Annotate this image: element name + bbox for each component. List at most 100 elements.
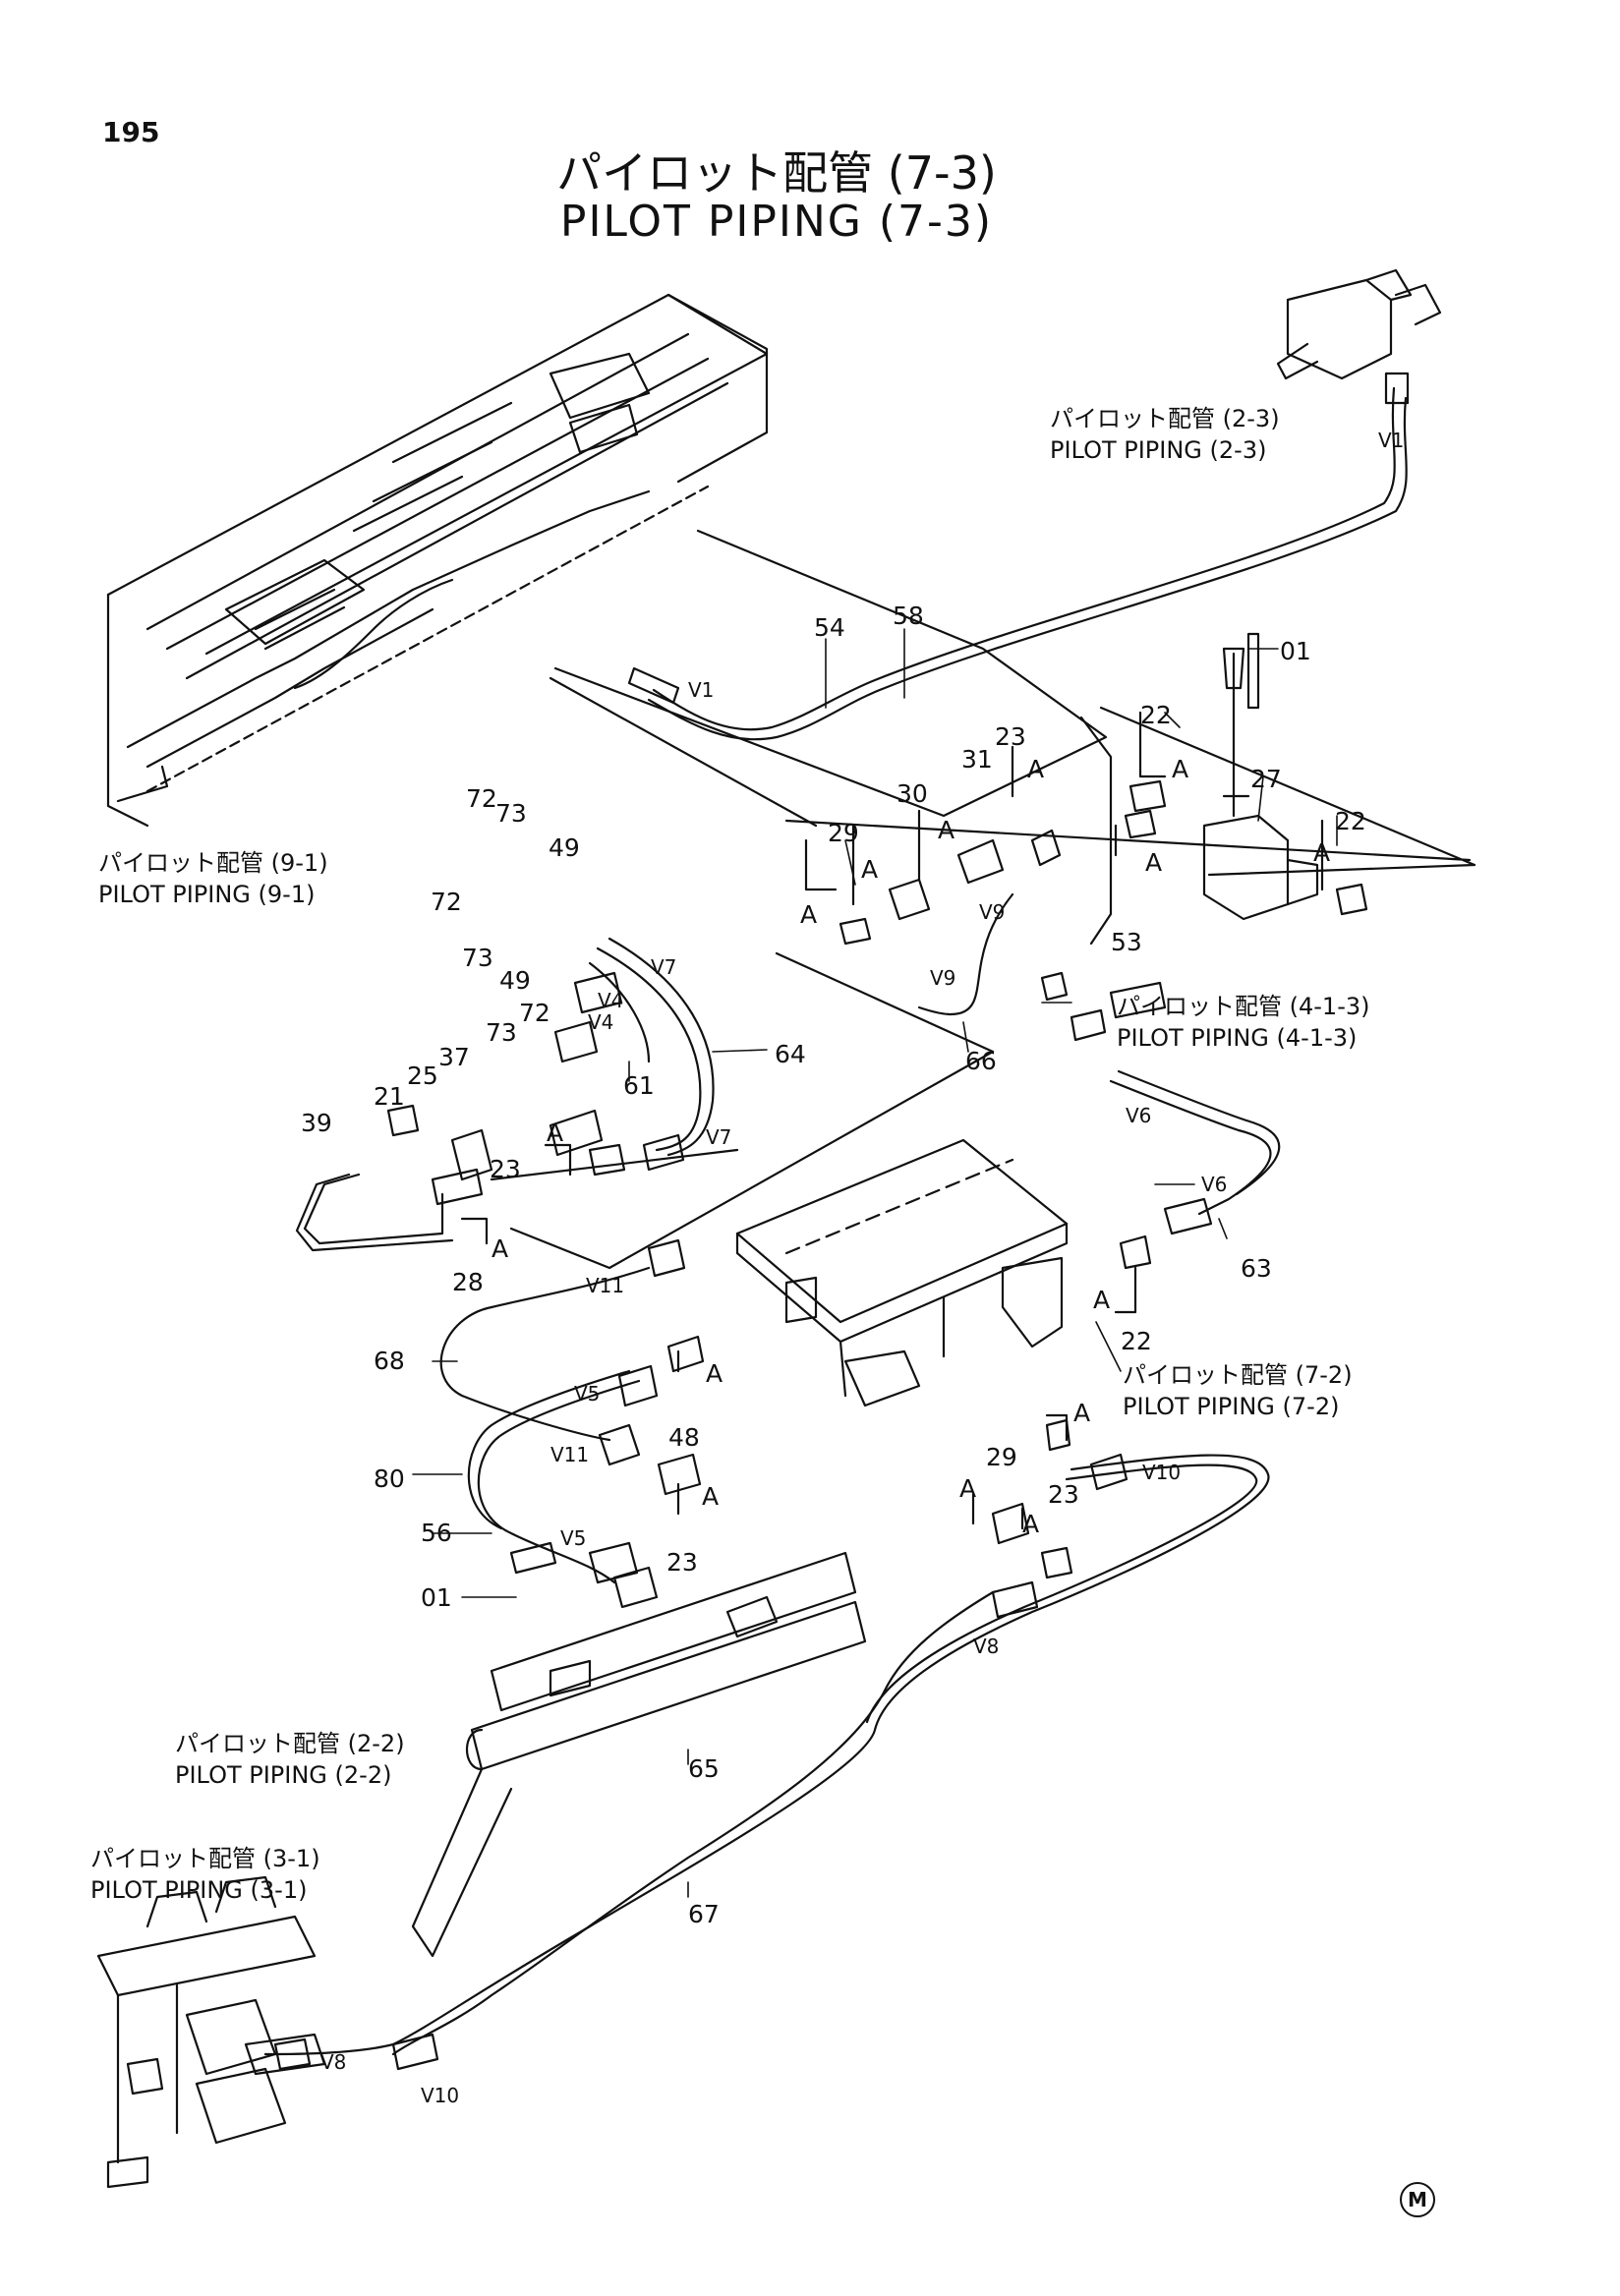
pipe-end-label: V8 xyxy=(973,1635,1000,1658)
pipe-66 xyxy=(917,892,1014,1016)
part-number: 23 xyxy=(1048,1480,1079,1509)
view-mark: A xyxy=(1093,1286,1111,1314)
part-number: 23 xyxy=(995,722,1026,751)
part-number: 72 xyxy=(431,888,462,916)
ref-caption-jp: パイロット配管 (2-2) xyxy=(175,1730,405,1757)
view-mark: A xyxy=(1313,838,1331,867)
pipe-end-label: V10 xyxy=(1142,1461,1182,1484)
ref-caption-en: PILOT PIPING (3-1) xyxy=(90,1876,308,1905)
part-number: 72 xyxy=(519,999,550,1027)
pipe-end-label: V7 xyxy=(706,1125,732,1149)
part-number: 25 xyxy=(407,1062,438,1090)
ref-pilot-piping-7-2: パイロット配管 (7-2) PILOT PIPING (7-2) xyxy=(1123,1359,1353,1423)
manifold-2-2-drawing xyxy=(411,1551,867,1958)
machine-frame-drawing xyxy=(106,293,769,828)
page-number: 195 xyxy=(102,116,160,148)
part-number: 27 xyxy=(1250,765,1282,793)
view-mark: A xyxy=(492,1234,509,1263)
part-number: 66 xyxy=(965,1047,997,1075)
page-title-jp: パイロット配管 (7-3) xyxy=(556,146,997,200)
pipe-end-label: V7 xyxy=(651,955,677,979)
part-number: 37 xyxy=(438,1043,470,1071)
ref-pilot-piping-3-1: パイロット配管 (3-1) PILOT PIPING (3-1) xyxy=(90,1843,320,1907)
ref-caption-en: PILOT PIPING (7-2) xyxy=(1123,1393,1340,1421)
pipe-end-label: V4 xyxy=(598,989,624,1012)
fittings-drawing xyxy=(273,632,1368,2071)
part-number: 53 xyxy=(1111,928,1142,956)
pipe-65 xyxy=(263,1454,1270,2056)
view-mark: A xyxy=(547,1119,564,1147)
part-number: 54 xyxy=(814,613,845,642)
view-mark: A xyxy=(861,855,879,884)
part-number: 23 xyxy=(490,1155,521,1183)
ref-pilot-piping-4-1-3: パイロット配管 (4-1-3) PILOT PIPING (4-1-3) xyxy=(1117,991,1369,1055)
part-number: 65 xyxy=(688,1754,720,1783)
valve-3-1-drawing xyxy=(96,1875,326,2189)
ref-pilot-piping-9-1: パイロット配管 (9-1) PILOT PIPING (9-1) xyxy=(98,847,328,911)
part-number: 61 xyxy=(623,1071,655,1100)
part-number: 48 xyxy=(668,1423,700,1452)
pipe-end-label: V1 xyxy=(688,678,715,702)
part-number: 01 xyxy=(421,1583,452,1612)
ref-caption-jp: パイロット配管 (2-3) xyxy=(1050,405,1280,432)
central-plate-drawing xyxy=(735,1138,1069,1407)
part-number: 22 xyxy=(1140,701,1172,729)
view-mark: A xyxy=(959,1474,977,1503)
part-number: 21 xyxy=(374,1082,405,1111)
pipe-end-label: V9 xyxy=(979,900,1006,924)
part-number: 58 xyxy=(893,602,924,630)
part-number: 22 xyxy=(1335,807,1366,835)
page-title-en: PILOT PIPING (7-3) xyxy=(559,197,994,247)
part-number: 73 xyxy=(486,1018,517,1047)
pipe-end-label: V8 xyxy=(320,2050,347,2074)
part-number: 39 xyxy=(301,1109,332,1137)
ref-caption-jp: パイロット配管 (9-1) xyxy=(98,849,328,877)
part-number: 73 xyxy=(495,799,527,828)
ref-caption-jp: パイロット配管 (3-1) xyxy=(90,1845,320,1872)
pipe-end-label: V11 xyxy=(550,1443,590,1466)
part-number: 63 xyxy=(1241,1254,1272,1283)
pipe-39 xyxy=(295,1173,454,1252)
view-mark: A xyxy=(1073,1399,1091,1427)
view-mark: A xyxy=(800,900,818,929)
part-number: 56 xyxy=(421,1519,452,1547)
part-number: 28 xyxy=(452,1268,484,1296)
pipe-end-label: V10 xyxy=(421,2084,460,2107)
view-mark: A xyxy=(1172,755,1189,783)
ref-caption-en: PILOT PIPING (4-1-3) xyxy=(1117,1024,1358,1053)
pipe-80 xyxy=(467,1369,641,1584)
ref-caption-jp: パイロット配管 (7-2) xyxy=(1123,1361,1353,1389)
ref-pilot-piping-2-3: パイロット配管 (2-3) PILOT PIPING (2-3) xyxy=(1050,403,1280,467)
pipe-end-label: V11 xyxy=(586,1274,625,1297)
part-number: 72 xyxy=(466,784,497,813)
view-mark: A xyxy=(1145,848,1163,877)
part-number: 31 xyxy=(961,745,993,774)
part-number: 22 xyxy=(1121,1327,1152,1355)
pipe-end-label: V9 xyxy=(930,966,956,990)
part-number: 23 xyxy=(666,1548,698,1577)
pipe-67 xyxy=(391,1590,995,2056)
view-mark: A xyxy=(938,816,955,844)
ref-caption-jp: パイロット配管 (4-1-3) xyxy=(1117,993,1370,1020)
part-number: 67 xyxy=(688,1900,720,1928)
part-number: 68 xyxy=(374,1347,405,1375)
view-mark: A xyxy=(706,1359,723,1388)
part-number: 29 xyxy=(828,819,859,847)
view-outline-lines xyxy=(490,529,1476,1270)
part-number: 30 xyxy=(897,779,928,808)
ref-caption-en: PILOT PIPING (2-2) xyxy=(175,1761,392,1790)
pipe-end-label: V6 xyxy=(1126,1104,1152,1127)
part-number: 49 xyxy=(499,966,531,995)
pipe-end-label: V4 xyxy=(588,1010,614,1034)
manufacturer-mark: M xyxy=(1400,2182,1435,2217)
top-valve-drawing xyxy=(1276,268,1442,405)
pipe-58 xyxy=(647,386,1408,741)
view-mark: A xyxy=(702,1482,720,1511)
part-number: 29 xyxy=(986,1443,1017,1471)
pipe-end-label: V1 xyxy=(1378,429,1405,452)
pipe-61 xyxy=(588,961,651,1063)
ref-pilot-piping-2-2: パイロット配管 (2-2) PILOT PIPING (2-2) xyxy=(175,1728,405,1792)
pipe-end-label: V5 xyxy=(574,1382,601,1406)
part-number: 49 xyxy=(549,833,580,862)
